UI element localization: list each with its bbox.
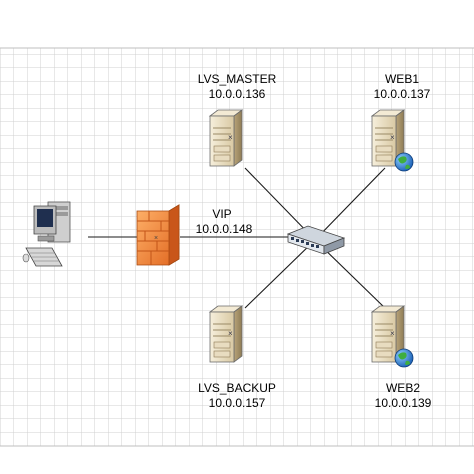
vip-ip: 10.0.0.148 [196,222,253,236]
network-switch-icon [286,225,346,255]
desktop-computer-icon [22,201,71,267]
svg-text:×: × [390,133,395,142]
link-switch-lvs-backup [244,239,316,309]
web1-name: WEB1 [385,72,419,86]
globe-icon [394,152,414,172]
web2-ip: 10.0.0.139 [375,396,432,410]
lvs-master-name: LVS_MASTER [198,72,277,86]
svg-text:×: × [228,329,233,338]
svg-text:×: × [390,329,395,338]
globe-icon [394,348,414,368]
web1-ip: 10.0.0.137 [374,87,431,101]
lvs-master-server-icon: × [209,109,243,167]
link-switch-web1 [314,167,386,241]
node-labels: LVS_MASTER 10.0.0.136 WEB1 10.0.0.137 VI… [196,72,432,410]
web2-server-icon: × [371,305,414,368]
lvs-backup-name: LVS_BACKUP [198,381,276,395]
web2-name: WEB2 [386,381,420,395]
svg-text:×: × [154,235,158,242]
lvs-backup-ip: 10.0.0.157 [209,396,266,410]
lvs-master-ip: 10.0.0.136 [209,87,266,101]
svg-text:×: × [228,133,233,142]
firewall-icon: × [136,204,180,266]
vip-name: VIP [212,207,231,221]
lvs-backup-server-icon: × [209,305,243,363]
web1-server-icon: × [371,109,414,172]
